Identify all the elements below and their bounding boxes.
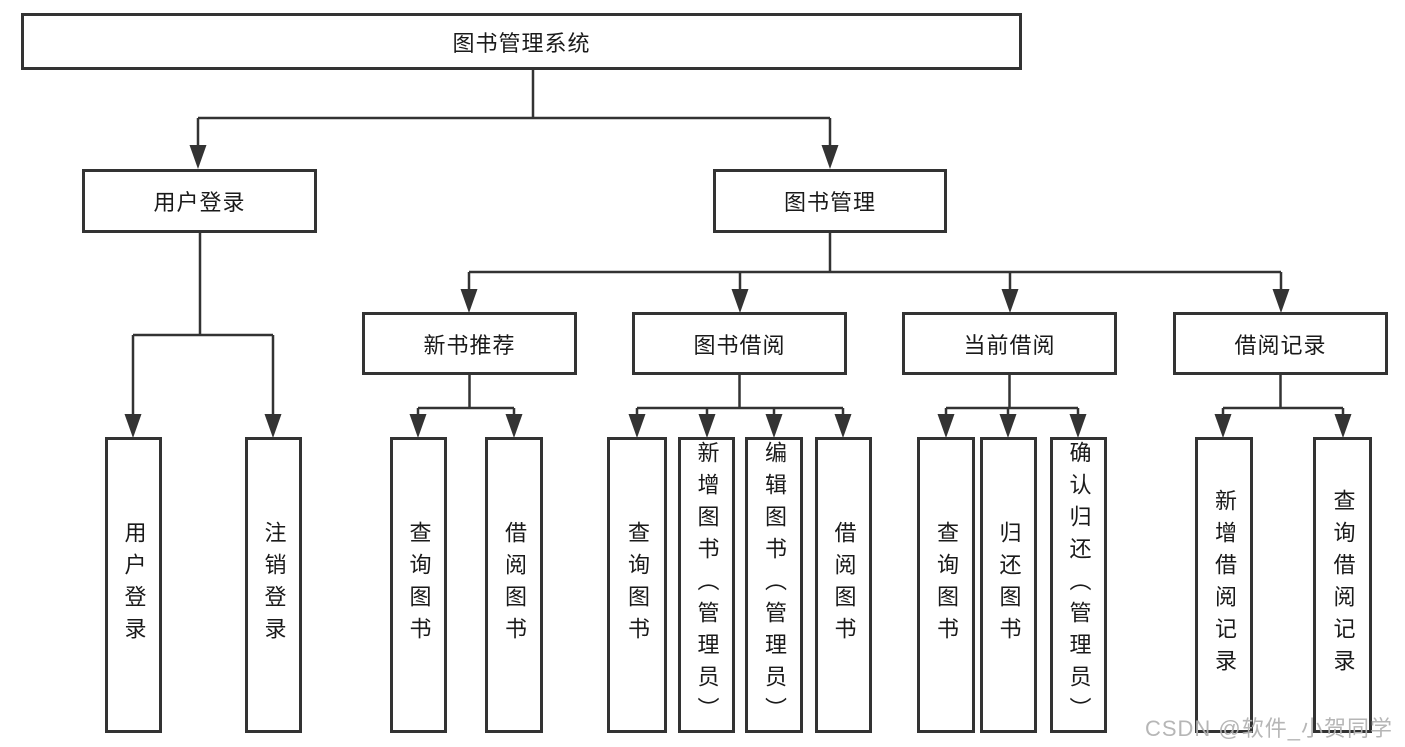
node-label: 新书推荐 bbox=[423, 332, 516, 358]
leaf-label: 新增借阅记录 bbox=[1212, 489, 1237, 681]
node-new-book-recommendation: 新书推荐 bbox=[362, 312, 577, 375]
leaf-query-books-borrow: 查询图书 bbox=[607, 437, 667, 733]
leaf-borrow-books: 借阅图书 bbox=[815, 437, 872, 733]
leaf-label: 借阅图书 bbox=[831, 521, 857, 649]
node-label: 借阅记录 bbox=[1234, 332, 1327, 358]
node-label: 图书管理系统 bbox=[452, 30, 591, 56]
leaf-label: 借阅图书 bbox=[502, 521, 527, 649]
node-book-management: 图书管理 bbox=[713, 169, 947, 233]
leaf-label: 查询借阅记录 bbox=[1330, 489, 1356, 681]
leaf-label: 新增图书（管理员） bbox=[694, 441, 720, 729]
leaf-label: 查询图书 bbox=[625, 521, 650, 649]
leaf-label: 查询图书 bbox=[406, 521, 432, 649]
leaf-add-books-admin: 新增图书（管理员） bbox=[678, 437, 735, 733]
leaf-label: 查询图书 bbox=[934, 521, 959, 649]
leaf-confirm-return-admin: 确认归还（管理员） bbox=[1050, 437, 1107, 733]
node-current-borrowing: 当前借阅 bbox=[902, 312, 1117, 375]
watermark: CSDN @软件_小贺同学 bbox=[1144, 716, 1393, 741]
leaf-label: 归还图书 bbox=[996, 521, 1022, 649]
leaf-borrow-books-recommend: 借阅图书 bbox=[485, 437, 543, 733]
leaf-add-borrow-record: 新增借阅记录 bbox=[1195, 437, 1253, 733]
leaf-user-login: 用户登录 bbox=[105, 437, 162, 733]
leaf-query-borrow-record: 查询借阅记录 bbox=[1313, 437, 1372, 733]
leaf-query-books-current: 查询图书 bbox=[917, 437, 975, 733]
node-label: 图书借阅 bbox=[693, 332, 786, 358]
leaf-return-books: 归还图书 bbox=[980, 437, 1037, 733]
node-borrowing-records: 借阅记录 bbox=[1173, 312, 1388, 375]
node-label: 当前借阅 bbox=[963, 332, 1056, 358]
leaf-query-books-recommend: 查询图书 bbox=[390, 437, 447, 733]
node-label: 图书管理 bbox=[783, 190, 876, 215]
leaf-edit-books-admin: 编辑图书（管理员） bbox=[745, 437, 803, 733]
node-library-system: 图书管理系统 bbox=[21, 13, 1022, 70]
node-label: 用户登录 bbox=[153, 190, 246, 215]
node-user-login: 用户登录 bbox=[82, 169, 317, 233]
leaf-label: 编辑图书（管理员） bbox=[762, 441, 787, 729]
leaf-label: 确认归还（管理员） bbox=[1066, 441, 1092, 729]
node-book-borrowing: 图书借阅 bbox=[632, 312, 847, 375]
arrowheads bbox=[124, 145, 1352, 438]
leaf-logout-login: 注销登录 bbox=[245, 437, 302, 733]
leaf-label: 注销登录 bbox=[261, 521, 287, 649]
leaf-label: 用户登录 bbox=[121, 521, 147, 649]
